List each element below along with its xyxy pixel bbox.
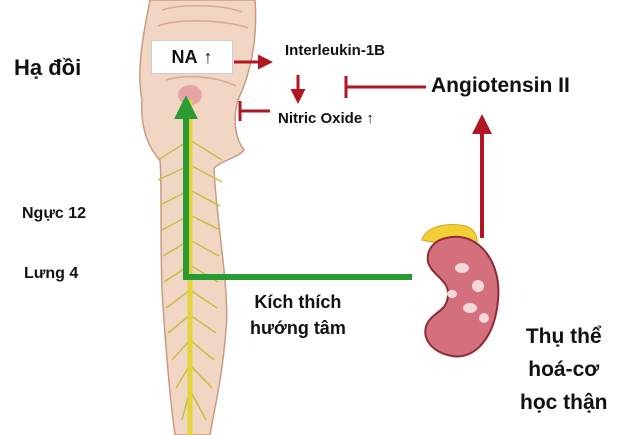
nitric-oxide-label: Nitric Oxide (278, 110, 362, 127)
renal-receptor-line1: Thụ thể (520, 320, 608, 353)
thoracic-label: Ngực 12 (22, 205, 86, 223)
na-up-arrow: ↑ (204, 47, 213, 68)
nitric-oxide-up-arrow: ↑ (366, 110, 374, 127)
nitric-oxide-inhibition (240, 101, 270, 121)
na-label: NA (172, 47, 198, 68)
kidney (425, 237, 498, 357)
renal-receptor-line3: học thận (520, 386, 608, 419)
afferent-stimulus-label: Kích thích hướng tâm (250, 289, 346, 341)
hypothalamus-label: Hạ đồi (14, 55, 81, 81)
kidney-illustration (422, 225, 498, 357)
afferent-stimulus-line2: hướng tâm (250, 315, 346, 341)
angiotensin-label: Angiotensin II (431, 74, 570, 98)
interleukin-label: Interleukin-1B (285, 42, 385, 59)
renal-receptor-label: Thụ thể hoá-cơ học thận (520, 320, 608, 419)
angiotensin-inhibition (346, 76, 426, 98)
nitric-oxide-row: Nitric Oxide ↑ (278, 110, 374, 127)
renal-receptor-line2: hoá-cơ (520, 353, 608, 386)
lumbar-label: Lưng 4 (24, 265, 78, 283)
afferent-stimulus-line1: Kích thích (250, 289, 346, 315)
na-label-box: NA ↑ (151, 40, 233, 74)
